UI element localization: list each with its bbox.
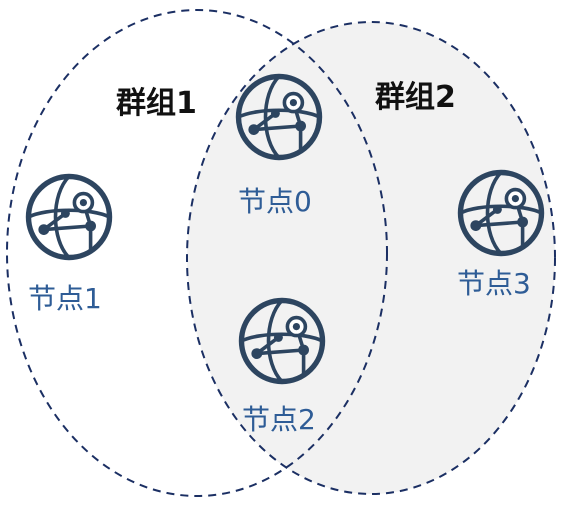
globe-network-icon	[238, 297, 326, 385]
globe-network-icon	[25, 173, 113, 261]
group2-label: 群组2	[375, 80, 456, 115]
node-3-label: 节点3	[457, 267, 531, 300]
node-2-label: 节点2	[242, 403, 316, 436]
group1-ellipse	[6, 9, 388, 497]
globe-network-icon	[457, 169, 545, 257]
group1-label: 群组1	[116, 86, 197, 121]
node-1-label: 节点1	[28, 282, 102, 315]
globe-network-icon	[235, 73, 323, 161]
node-0-label: 节点0	[238, 185, 312, 218]
